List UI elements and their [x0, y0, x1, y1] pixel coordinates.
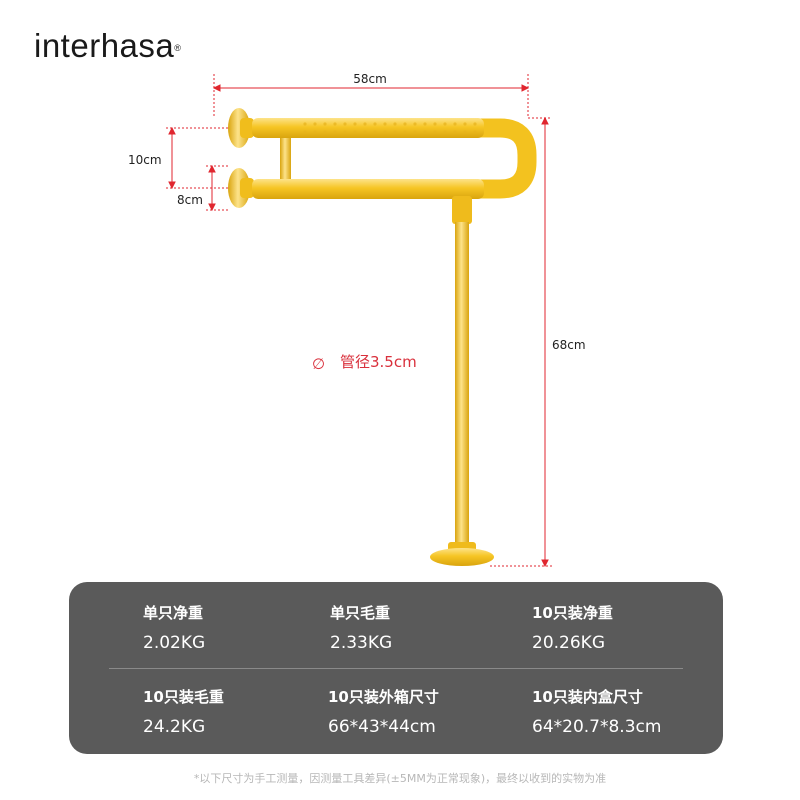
connector-post — [280, 135, 291, 185]
spec-value: 2.02KG — [143, 633, 206, 653]
gap-upper-label: 10cm — [128, 153, 162, 167]
spec-outer-box-size: 10只装外箱尺寸 66*43*44cm — [328, 686, 439, 737]
spec-value: 24.2KG — [143, 717, 206, 737]
spec-label: 10只装净重 — [532, 604, 613, 622]
support-leg — [455, 222, 469, 552]
spec-label: 10只装毛重 — [143, 688, 224, 706]
gap-lower-label: 8cm — [177, 193, 203, 207]
width-label: 58cm — [353, 72, 387, 86]
spec-10pack-gross-weight: 10只装毛重 24.2KG — [143, 686, 224, 737]
floor-flange — [430, 548, 494, 566]
leg-joint — [452, 196, 472, 224]
spec-net-weight: 单只净重 2.02KG — [143, 602, 205, 653]
spec-divider — [109, 668, 683, 669]
height-label: 68cm — [552, 338, 586, 352]
spec-panel: 单只净重 2.02KG 单只毛重 2.33KG 10只装净重 20.26KG 1… — [69, 582, 723, 754]
spec-gross-weight: 单只毛重 2.33KG — [330, 602, 392, 653]
diameter-icon: ∅ — [312, 355, 325, 373]
spec-label: 10只装内盒尺寸 — [532, 688, 643, 706]
lower-rail — [252, 179, 484, 199]
spec-value: 2.33KG — [330, 633, 393, 653]
brand-logo-text: interhasa — [34, 27, 175, 64]
dimension-lines — [166, 74, 552, 568]
grab-bar-illustration — [228, 108, 537, 566]
spec-inner-box-size: 10只装内盒尺寸 64*20.7*8.3cm — [532, 686, 661, 737]
brand-logo: interhasa® — [34, 24, 181, 68]
upper-mount-collar — [240, 118, 254, 138]
spec-value: 66*43*44cm — [328, 717, 436, 737]
lower-mount-collar — [240, 178, 254, 198]
grip-texture — [300, 120, 478, 136]
registered-mark: ® — [174, 43, 182, 53]
pipe-diameter-label: 管径3.5cm — [340, 353, 417, 371]
u-bend — [480, 118, 537, 199]
spec-value: 20.26KG — [532, 633, 605, 653]
measurement-footnote: *以下尺寸为手工测量，因测量工具差异(±5MM为正常现象)，最终以收到的实物为准 — [193, 772, 607, 785]
spec-label: 单只毛重 — [330, 604, 391, 622]
spec-value: 64*20.7*8.3cm — [532, 717, 662, 737]
spec-10pack-net-weight: 10只装净重 20.26KG — [532, 602, 613, 653]
spec-label: 单只净重 — [143, 604, 204, 622]
spec-label: 10只装外箱尺寸 — [328, 688, 439, 706]
